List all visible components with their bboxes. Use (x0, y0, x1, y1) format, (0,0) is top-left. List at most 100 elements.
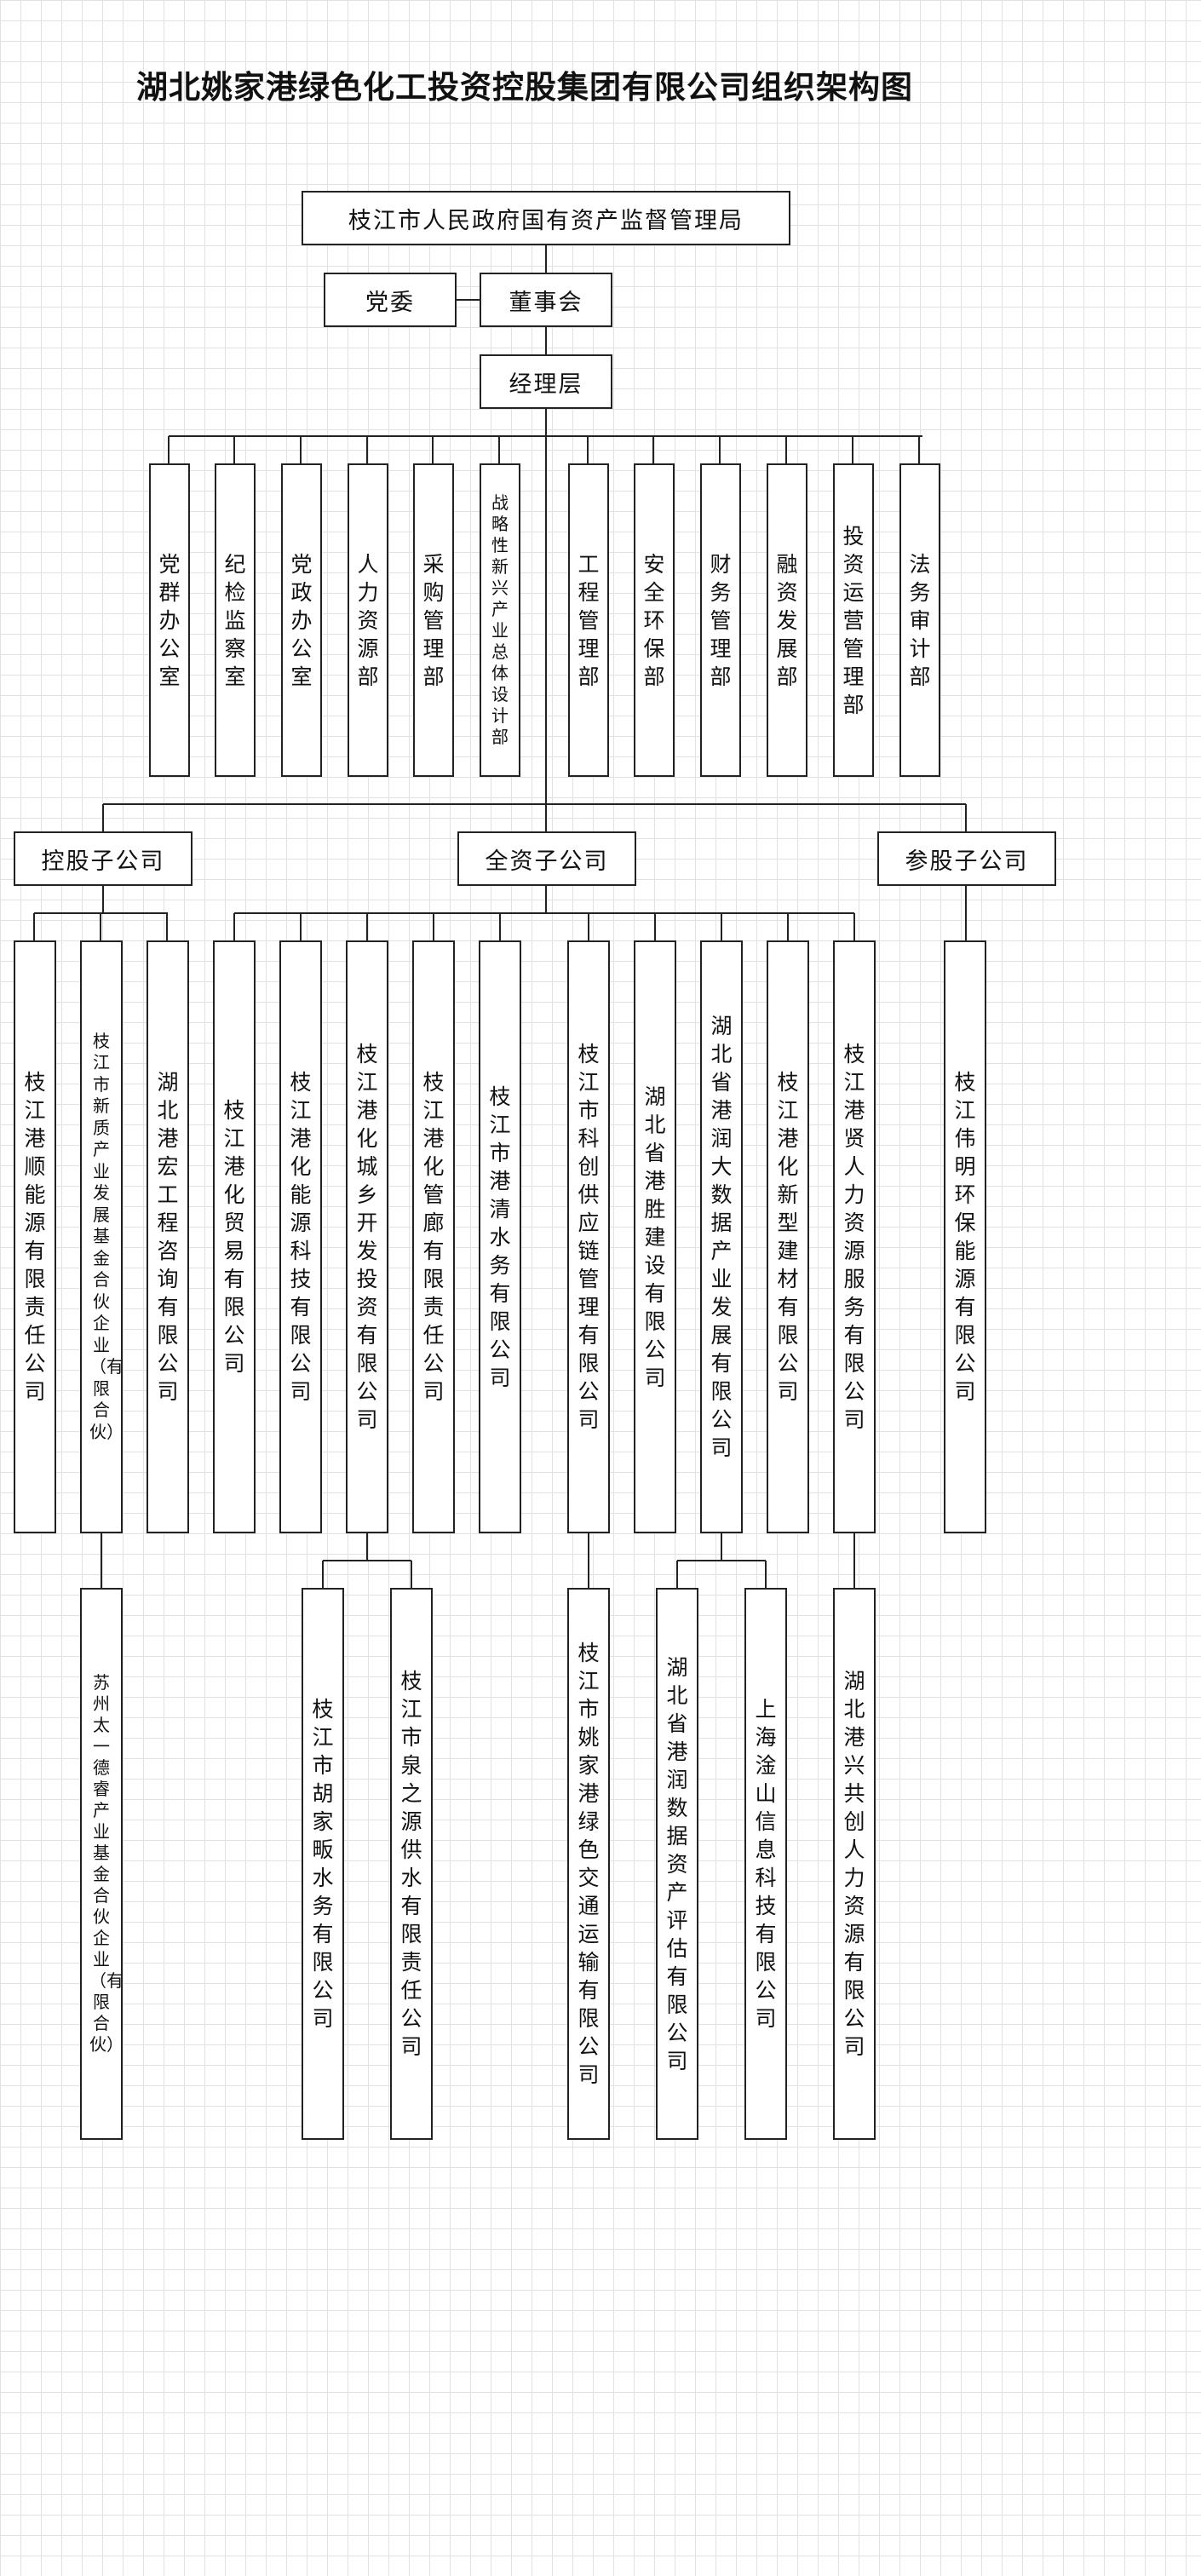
connector-line (545, 245, 547, 273)
wholly-company-10: 枝江港贤人力资源服务有限公司 (833, 940, 876, 1533)
connector-line (721, 913, 722, 940)
wholly-company-3-label: 枝江港化城乡开发投资有限公司 (356, 1042, 378, 1432)
sub-company-1-label: 苏州太一德睿产业基金合伙企业（有限合伙） (89, 1672, 124, 2055)
connector-line (721, 1533, 722, 1561)
department-5-label: 采购管理部 (422, 551, 445, 689)
connector-line (545, 804, 547, 831)
connector-line (587, 436, 589, 463)
department-11-label: 投资运营管理部 (842, 523, 865, 717)
connector-line (234, 912, 854, 914)
department-1-label: 党群办公室 (158, 551, 181, 689)
department-9-label: 财务管理部 (710, 551, 732, 689)
wholly-company-6-label: 枝江市科创供应链管理有限公司 (578, 1042, 600, 1432)
management-box: 经理层 (480, 354, 612, 409)
department-12: 法务审计部 (899, 463, 940, 777)
connector-line (300, 913, 302, 940)
sub-company-3-label: 枝江市泉之源供水有限责任公司 (400, 1669, 422, 2059)
sub-company-3: 枝江市泉之源供水有限责任公司 (390, 1588, 433, 2140)
connector-line (166, 913, 168, 940)
connector-line (498, 436, 500, 463)
connector-line (765, 1561, 767, 1588)
sub-company-2: 枝江市胡家畈水务有限公司 (302, 1588, 344, 2140)
party-committee-box: 党委 (324, 273, 457, 327)
wholly-company-2: 枝江港化能源科技有限公司 (279, 940, 322, 1533)
department-2-label: 纪检监察室 (224, 551, 246, 689)
sub-company-5-label: 湖北省港润数据资产评估有限公司 (666, 1654, 688, 2073)
connector-line (853, 913, 855, 940)
connector-line (103, 803, 966, 805)
department-10: 融资发展部 (767, 463, 807, 777)
connector-line (545, 409, 547, 804)
department-6-label: 战略性新兴产业总体设计部 (491, 492, 509, 747)
wholly-company-4: 枝江港化管廊有限责任公司 (412, 940, 455, 1533)
connector-line (432, 436, 434, 463)
connector-line (499, 913, 501, 940)
connector-line (366, 436, 368, 463)
wholly-company-7-label: 湖北省港胜建设有限公司 (644, 1084, 666, 1390)
connector-line (433, 913, 434, 940)
wholly-company-2-label: 枝江港化能源科技有限公司 (290, 1070, 312, 1404)
department-12-label: 法务审计部 (909, 551, 931, 689)
sub-company-7-label: 湖北港兴共创人力资源有限公司 (843, 1669, 865, 2059)
connector-line (852, 436, 853, 463)
group-equity-box: 参股子公司 (877, 831, 1056, 886)
connector-line (588, 1533, 589, 1588)
department-7: 工程管理部 (568, 463, 609, 777)
holding-company-1: 枝江港顺能源有限责任公司 (14, 940, 56, 1533)
sub-company-6: 上海淦山信息科技有限公司 (744, 1588, 787, 2140)
department-3: 党政办公室 (281, 463, 322, 777)
holding-company-2-label: 枝江市新质产业发展基金合伙企业（有限合伙） (89, 1030, 124, 1442)
department-11: 投资运营管理部 (833, 463, 874, 777)
connector-line (300, 436, 302, 463)
connector-line (102, 886, 104, 913)
department-7-label: 工程管理部 (578, 551, 600, 689)
sub-company-6-label: 上海淦山信息科技有限公司 (755, 1697, 777, 2031)
holding-company-3: 湖北港宏工程咨询有限公司 (147, 940, 189, 1533)
department-10-label: 融资发展部 (776, 551, 798, 689)
connector-line (322, 1561, 324, 1588)
connector-line (457, 299, 480, 301)
holding-company-3-label: 湖北港宏工程咨询有限公司 (157, 1070, 179, 1404)
connector-line (677, 1560, 766, 1561)
connector-line (100, 913, 101, 940)
sub-company-4: 枝江市姚家港绿色交通运输有限公司 (567, 1588, 610, 2140)
department-4-label: 人力资源部 (357, 551, 379, 689)
connector-line (965, 804, 967, 831)
wholly-company-9: 枝江港化新型建材有限公司 (767, 940, 809, 1533)
wholly-company-5: 枝江市港清水务有限公司 (479, 940, 521, 1533)
connector-line (33, 913, 35, 940)
wholly-company-3: 枝江港化城乡开发投资有限公司 (346, 940, 388, 1533)
sub-company-7: 湖北港兴共创人力资源有限公司 (833, 1588, 876, 2140)
connector-line (233, 436, 235, 463)
supervisor-box: 枝江市人民政府国有资产监督管理局 (302, 191, 790, 245)
connector-line (411, 1561, 412, 1588)
connector-line (918, 436, 920, 463)
connector-line (785, 436, 787, 463)
sub-company-4-label: 枝江市姚家港绿色交通运输有限公司 (578, 1641, 600, 2087)
wholly-company-7: 湖北省港胜建设有限公司 (634, 940, 676, 1533)
chart-title: 湖北姚家港绿色化工投资控股集团有限公司组织架构图 (136, 69, 913, 106)
connector-line (102, 804, 104, 831)
holding-company-1-label: 枝江港顺能源有限责任公司 (24, 1070, 46, 1404)
department-9: 财务管理部 (700, 463, 741, 777)
department-6: 战略性新兴产业总体设计部 (480, 463, 520, 777)
connector-line (588, 913, 589, 940)
department-1: 党群办公室 (149, 463, 190, 777)
department-5: 采购管理部 (413, 463, 454, 777)
wholly-company-8-label: 湖北省港润大数据产业发展有限公司 (710, 1014, 733, 1460)
department-8-label: 安全环保部 (643, 551, 665, 689)
connector-line (323, 1560, 411, 1561)
connector-line (366, 913, 368, 940)
equity-company-1: 枝江伟明环保能源有限公司 (944, 940, 986, 1533)
wholly-company-6: 枝江市科创供应链管理有限公司 (567, 940, 610, 1533)
connector-line (719, 436, 721, 463)
wholly-company-1: 枝江港化贸易有限公司 (213, 940, 256, 1533)
connector-line (676, 1561, 678, 1588)
wholly-company-5-label: 枝江市港清水务有限公司 (489, 1084, 511, 1390)
wholly-company-10-label: 枝江港贤人力资源服务有限公司 (843, 1042, 865, 1432)
connector-line (853, 1533, 855, 1588)
wholly-company-4-label: 枝江港化管廊有限责任公司 (422, 1070, 445, 1404)
connector-line (233, 913, 235, 940)
sub-company-2-label: 枝江市胡家畈水务有限公司 (312, 1697, 334, 2031)
